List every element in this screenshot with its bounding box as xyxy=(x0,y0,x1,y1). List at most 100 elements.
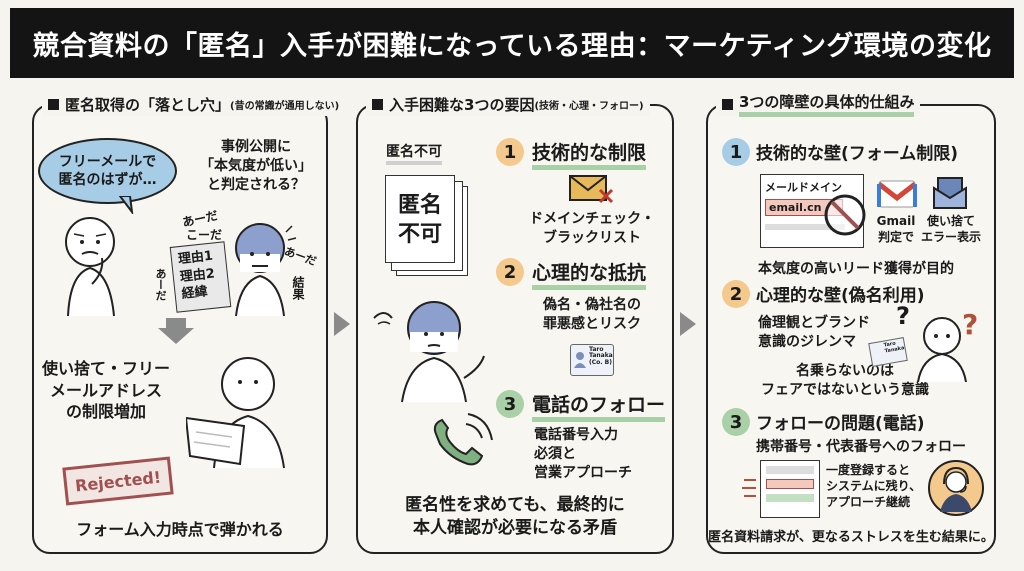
form-row-3 xyxy=(766,494,814,502)
square-bullet-icon xyxy=(722,98,733,110)
factor1-num: 1 xyxy=(496,138,524,166)
disposable-mail-icon xyxy=(933,177,967,209)
limit-line2: メールアドレス xyxy=(49,380,162,400)
ethics-line2: 意識のジレンマ xyxy=(758,333,856,350)
mail-domain-field: email.cn xyxy=(765,199,843,216)
flow-arrow-2-icon xyxy=(680,312,696,336)
gmail-line2: 判定で xyxy=(877,229,914,244)
form-row-1 xyxy=(766,466,814,474)
factor1-desc-line1: ドメインチェック・ xyxy=(529,211,655,227)
panel-factors-title: 入手困難な3つの要因 xyxy=(389,95,535,114)
motion-lines-icon xyxy=(742,479,756,497)
name-badge: Taro Tanaka (Co. B) xyxy=(570,344,614,376)
disposable-text: 使い捨て エラー表示 xyxy=(918,214,984,245)
judged-line3: と判定される？ xyxy=(207,176,305,193)
doc-line2: 不可 xyxy=(397,221,442,247)
phone-icon xyxy=(433,413,493,466)
badge-line3: (Co. B) xyxy=(589,358,612,366)
factor2-num: 2 xyxy=(496,258,524,286)
panel-mechanism-title: 3つの障壁の具体的仕組み xyxy=(739,91,915,117)
panel-factors-note: (技術・心理・フォロー) xyxy=(534,100,644,112)
panel-pitfall-footer: フォーム入力時点で弾かれる xyxy=(76,520,284,539)
fair-line2: フェアではないという意識 xyxy=(761,381,929,398)
factor3-desc-line3: 営業アプローチ xyxy=(534,464,632,481)
gmail-line1: Gmail xyxy=(876,214,916,228)
prohibited-icon xyxy=(824,194,866,236)
ethics-text: 倫理観とブランド 意識のジレンマ xyxy=(758,314,870,352)
panel-pitfall-title: 匿名取得の「落とし穴」 xyxy=(65,95,231,114)
badge-small-line2: Tanaka xyxy=(884,344,905,354)
factor3-desc-line1: 電話番号入力 xyxy=(534,427,618,443)
flow-arrow-1-icon xyxy=(334,312,350,336)
panel-mechanism-footer: 匿名資料請求が、更なるストレスを生む結果に。 xyxy=(708,530,994,545)
panel-factors-header: 入手困難な3つの要因 (技術・心理・フォロー) xyxy=(366,92,650,116)
factor2-title: 心理的な抵抗 xyxy=(532,258,647,290)
arrow-down-icon xyxy=(158,318,194,344)
fair-line1: 名乗らないのは xyxy=(796,363,894,379)
system-text: 一度登録すると システムに残り、 アプローチ継続 xyxy=(826,462,921,511)
factor3-num: 3 xyxy=(496,390,524,418)
bubble-line1: フリーメールで xyxy=(58,153,157,170)
judged-line1: 事例公開に xyxy=(221,139,291,155)
form-line xyxy=(765,224,845,230)
mail-domain-form: メールドメイン email.cn xyxy=(760,174,864,248)
badge-avatar-icon xyxy=(574,352,586,368)
question-mark-1: ? xyxy=(896,302,910,330)
stressed-person-icon xyxy=(235,223,297,317)
barrier1-title: 技術的な壁(フォーム制限) xyxy=(756,144,959,164)
barrier1-num: 1 xyxy=(722,138,750,166)
square-bullet-icon xyxy=(48,98,59,110)
limit-text: 使い捨て・フリー メールアドレス の制限増加 xyxy=(36,358,176,423)
panel-pitfall-note: (昔の常識が通用しない) xyxy=(230,100,340,112)
barrier2-title: 心理的な壁(偽名利用) xyxy=(756,286,925,306)
worried-person-icon xyxy=(373,301,485,403)
bubble-tail-icon xyxy=(118,196,134,214)
disposable-line1: 使い捨て xyxy=(926,214,975,228)
ethics-line1: 倫理観とブランド xyxy=(758,315,870,331)
thinking-person-icon xyxy=(65,217,115,317)
factor2-desc: 偽名・偽社名の 罪悪感とリスク xyxy=(512,296,672,334)
factor1-desc-line2: ブラックリスト xyxy=(543,229,641,246)
barrier2-num: 2 xyxy=(722,280,750,308)
limit-line3: の制限増加 xyxy=(65,402,146,422)
bubble-line2: 匿名のはずが… xyxy=(58,172,157,188)
square-bullet-icon xyxy=(372,98,383,110)
factor2-desc-line1: 偽名・偽社名の xyxy=(543,297,641,313)
judged-text: 事例公開に 「本気度が低い」 と判定される？ xyxy=(182,138,330,195)
page-title: 競合資料の「匿名」入手が困難になっている理由：マーケティング環境の変化 xyxy=(10,8,1014,78)
reading-person-icon xyxy=(186,357,285,469)
factor3-title: 電話のフォロー xyxy=(532,390,666,422)
operator-icon xyxy=(928,460,984,516)
barrier3-title: フォローの問題(電話) xyxy=(756,414,925,434)
question-mark-2: ? xyxy=(962,308,979,341)
limit-line1: 使い捨て・フリー xyxy=(41,359,170,378)
factor3-desc-line2: 必須と xyxy=(534,445,576,462)
badge-line1: Taro xyxy=(589,346,604,353)
form-row-2 xyxy=(766,479,814,489)
factor1-desc: ドメインチェック・ ブラックリスト xyxy=(512,210,672,248)
factor1-title: 技術的な制限 xyxy=(532,138,647,170)
registration-form xyxy=(760,460,820,518)
doc-stack-front: 匿名 不可 xyxy=(385,175,455,263)
factor2-desc-line2: 罪悪感とリスク xyxy=(543,315,641,332)
fair-text: 名乗らないのは フェアではないという意識 xyxy=(740,362,950,400)
factors-footer-line1: 匿名性を求めても、最終的に xyxy=(405,495,625,515)
phone-follow-text: 携帯番号・代表番号へのフォロー xyxy=(756,439,966,455)
system-line3: アプローチ継続 xyxy=(826,495,911,510)
koda-text: こーだ xyxy=(186,228,223,242)
ada-text-2: あーだ xyxy=(154,268,167,301)
anon-label: 匿名不可 xyxy=(386,141,442,165)
confused-person-icon xyxy=(917,317,967,382)
system-line2: システムに残り、 xyxy=(826,479,922,494)
panel-pitfall-header: 匿名取得の「落とし穴」 (昔の常識が通用しない) xyxy=(42,92,346,116)
gmail-text: Gmail 判定で xyxy=(868,214,924,245)
disposable-line2: エラー表示 xyxy=(920,229,981,244)
badge-line2: Tanaka xyxy=(589,352,613,360)
doc-line1: 匿名 xyxy=(397,193,442,218)
panel-mechanism-header: 3つの障壁の具体的仕組み xyxy=(716,91,921,117)
judged-line2: 「本気度が低い」 xyxy=(200,157,312,174)
factor3-desc: 電話番号入力 必須と 営業アプローチ xyxy=(534,426,664,483)
system-line1: 一度登録すると xyxy=(826,463,911,477)
kekka-text: 結果 xyxy=(291,276,305,300)
mail-domain-label: メールドメイン xyxy=(765,181,842,194)
